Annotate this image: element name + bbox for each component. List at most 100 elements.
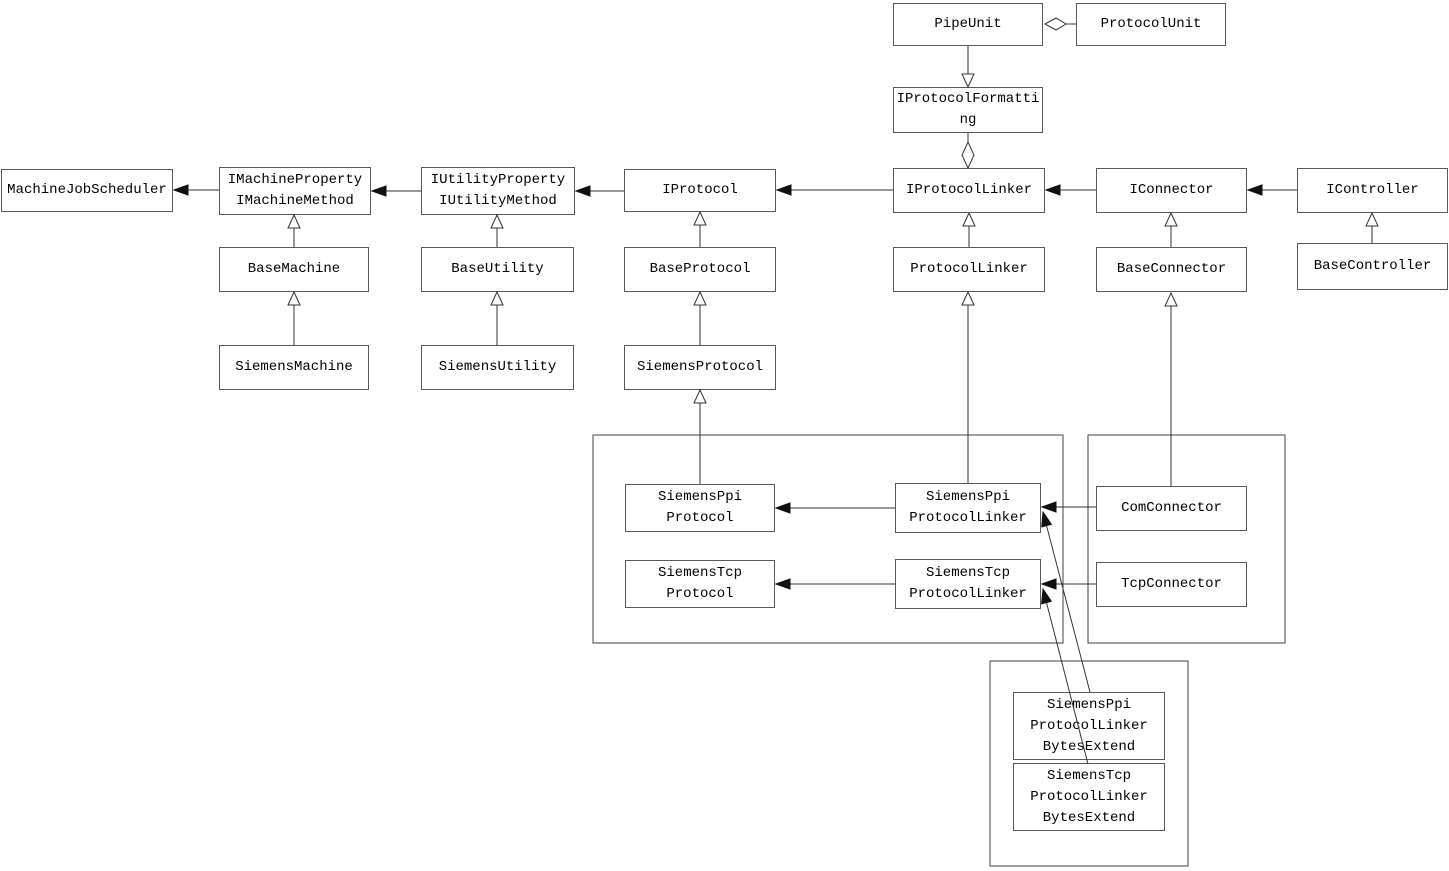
class-box-siemens-ppi-protocol: SiemensPpi Protocol (625, 484, 775, 532)
class-box-iprotocol-linker: IProtocolLinker (893, 168, 1045, 213)
association-arrow-icon (1246, 184, 1263, 196)
generalization-siemensppiprotocollinker-to-protocollinker (961, 290, 975, 483)
class-box-iprotocol: IProtocol (624, 169, 776, 212)
association-iprotocol-to-iutility (574, 185, 624, 197)
aggregation-iprotocolformatting-iprotocollinker (961, 133, 975, 170)
class-box-siemens-tcp-protocol: SiemensTcp Protocol (625, 560, 775, 608)
class-box-tcp-connector: TcpConnector (1096, 562, 1247, 607)
generalization-triangle-icon (693, 388, 707, 404)
generalization-triangle-icon (961, 73, 975, 89)
association-arrow-icon (774, 578, 791, 590)
class-box-siemens-machine: SiemensMachine (219, 345, 369, 390)
class-label: ProtocolUnit (1100, 16, 1202, 32)
class-box-siemens-ppi-protocol-linker: SiemensPpi ProtocolLinker (895, 483, 1041, 533)
class-label: BaseController (1313, 258, 1432, 274)
class-label: ProtocolLinker (910, 261, 1028, 277)
class-box-pipe-unit: PipeUnit (893, 3, 1043, 46)
class-box-iconnector: IConnector (1096, 168, 1247, 213)
class-box-base-machine: BaseMachine (219, 247, 369, 292)
generalization-triangle-icon (1365, 211, 1379, 227)
class-box-imachine-property-method: IMachineProperty IMachineMethod (219, 167, 371, 215)
group-box-connectors (1087, 434, 1286, 644)
class-label: SiemensTcp Protocol (657, 565, 742, 602)
generalization-triangle-icon (1164, 291, 1178, 307)
generalization-triangle-icon (490, 213, 504, 229)
association-arrow-icon (370, 185, 387, 197)
aggregation-diamond-icon (1043, 17, 1067, 31)
class-label: SiemensPpi Protocol (657, 489, 742, 526)
generalization-triangle-icon (490, 290, 504, 306)
class-box-base-utility: BaseUtility (421, 247, 574, 292)
class-label: IProtocolLinker (905, 182, 1033, 198)
class-label: SiemensPpi ProtocolLinker BytesExtend (1030, 696, 1148, 755)
association-icontroller-to-iconnector (1246, 184, 1297, 196)
generalization-siemensutility-to-baseutility (490, 290, 504, 345)
generalization-triangle-icon (693, 210, 707, 226)
association-arrow-icon (1040, 501, 1057, 513)
class-box-protocol-unit: ProtocolUnit (1076, 3, 1226, 46)
class-box-icontroller: IController (1297, 168, 1448, 213)
generalization-protocollinker-to-iprotocollinker (962, 211, 976, 247)
association-arrow-icon (1040, 578, 1057, 590)
association-arrow-icon (774, 502, 791, 514)
association-imachine-to-machinejobscheduler (172, 184, 219, 196)
generalization-triangle-icon (1164, 211, 1178, 227)
class-label: BaseMachine (247, 261, 341, 277)
class-label: SiemensProtocol (636, 359, 764, 375)
generalization-triangle-icon (961, 290, 975, 306)
association-arrow-icon (172, 184, 189, 196)
class-box-siemens-ppi-protocol-linker-bytes-extend: SiemensPpi ProtocolLinker BytesExtend (1013, 692, 1165, 760)
association-iutility-to-imachine (370, 185, 421, 197)
generalization-baseutility-to-iutility (490, 213, 504, 247)
association-arrow-icon (1041, 587, 1053, 605)
generalization-triangle-icon (693, 290, 707, 306)
class-label: IMachineProperty IMachineMethod (227, 172, 363, 209)
class-box-com-connector: ComConnector (1096, 486, 1247, 531)
class-label: IProtocolFormatti ng (896, 91, 1040, 128)
class-label: SiemensUtility (438, 359, 557, 375)
class-label: MachineJobScheduler (7, 182, 167, 198)
aggregation-pipeunit-protocolunit (1043, 17, 1076, 31)
generalization-triangle-icon (962, 211, 976, 227)
association-arrow-icon (1041, 510, 1053, 528)
class-box-siemens-tcp-protocol-linker-bytes-extend: SiemensTcp ProtocolLinker BytesExtend (1013, 763, 1165, 831)
generalization-baseconnector-to-iconnector (1164, 211, 1178, 247)
association-siemensppibytesextend-to-siemensppiprotocollinker (1041, 510, 1091, 693)
generalization-basecontroller-to-icontroller (1365, 211, 1379, 243)
association-arrow-icon (775, 184, 792, 196)
generalization-comconnector-to-baseconnector (1164, 291, 1178, 486)
association-arrow-icon (1044, 184, 1061, 196)
class-box-siemens-protocol: SiemensProtocol (624, 345, 776, 390)
class-label: IConnector (1129, 182, 1214, 198)
association-tcpconnector-to-siemenstcpprotocollinker (1040, 578, 1096, 590)
class-label: BaseUtility (451, 261, 544, 277)
generalization-triangle-icon (287, 213, 301, 229)
class-label: SiemensTcp ProtocolLinker (909, 565, 1027, 602)
class-label: PipeUnit (934, 16, 1002, 32)
class-box-iprotocol-formatting: IProtocolFormatti ng (893, 87, 1043, 133)
class-label: SiemensPpi ProtocolLinker (909, 489, 1027, 526)
class-box-siemens-utility: SiemensUtility (421, 345, 574, 390)
generalization-basemachine-to-imachine (287, 213, 301, 247)
association-siemenstcpprotocollinker-to-siemenstcpprotocol (774, 578, 895, 590)
class-label: IController (1326, 182, 1419, 198)
class-label: SiemensTcp ProtocolLinker BytesExtend (1030, 767, 1148, 826)
class-box-machine-job-scheduler: MachineJobScheduler (1, 169, 173, 212)
class-label: BaseConnector (1116, 261, 1227, 277)
class-box-base-controller: BaseController (1297, 243, 1448, 290)
class-label: SiemensMachine (235, 359, 353, 375)
class-box-siemens-tcp-protocol-linker: SiemensTcp ProtocolLinker (895, 559, 1041, 609)
association-arrow-icon (574, 185, 591, 197)
class-label: IProtocol (662, 182, 738, 198)
generalization-baseprotocol-to-iprotocol (693, 210, 707, 247)
generalization-triangle-icon (287, 290, 301, 306)
group-box-siemens-protocol-linkers (592, 434, 1064, 644)
generalization-pipeunit-to-iprotocolformatting (961, 46, 975, 89)
class-box-protocol-linker: ProtocolLinker (893, 247, 1045, 292)
association-siemensppiprotocollinker-to-siemensppiprotocol (774, 502, 895, 514)
class-label: TcpConnector (1121, 576, 1222, 592)
association-iprotocollinker-to-iprotocol (775, 184, 893, 196)
class-box-iutility-property-method: IUtilityProperty IUtilityMethod (421, 167, 575, 215)
